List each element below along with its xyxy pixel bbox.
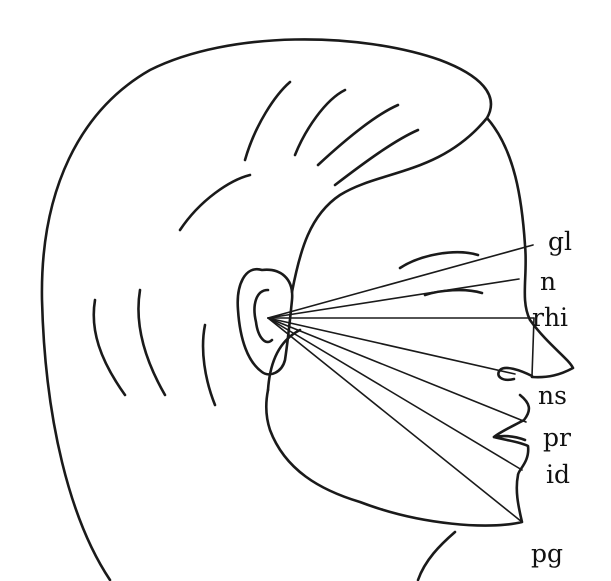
- landmark-rays: [268, 245, 534, 522]
- hair-stroke-1: [245, 82, 290, 160]
- hair-stroke-8: [180, 175, 250, 230]
- ray-ns: [268, 318, 515, 374]
- ray-gl: [268, 245, 533, 318]
- neck-front: [418, 532, 455, 580]
- ear-inner: [255, 290, 273, 342]
- lips-chin-outline: [266, 390, 529, 526]
- label-pg: pg: [531, 539, 563, 568]
- ray-pr: [268, 318, 526, 422]
- label-id: id: [546, 460, 570, 489]
- hair-stroke-7: [203, 325, 215, 405]
- hair-stroke-6: [138, 290, 165, 395]
- ray-pg: [268, 318, 522, 522]
- hair-stroke-5: [94, 300, 125, 395]
- ray-n: [268, 279, 519, 318]
- hair-stroke-3: [318, 105, 398, 165]
- label-ns: ns: [538, 381, 567, 410]
- eyebrow: [400, 252, 478, 268]
- ray-id: [268, 318, 522, 470]
- label-rhi: rhi: [532, 303, 568, 332]
- hair-stroke-2: [295, 90, 345, 155]
- label-pr: pr: [543, 423, 571, 452]
- label-gl: gl: [548, 227, 572, 256]
- label-n: n: [540, 267, 556, 296]
